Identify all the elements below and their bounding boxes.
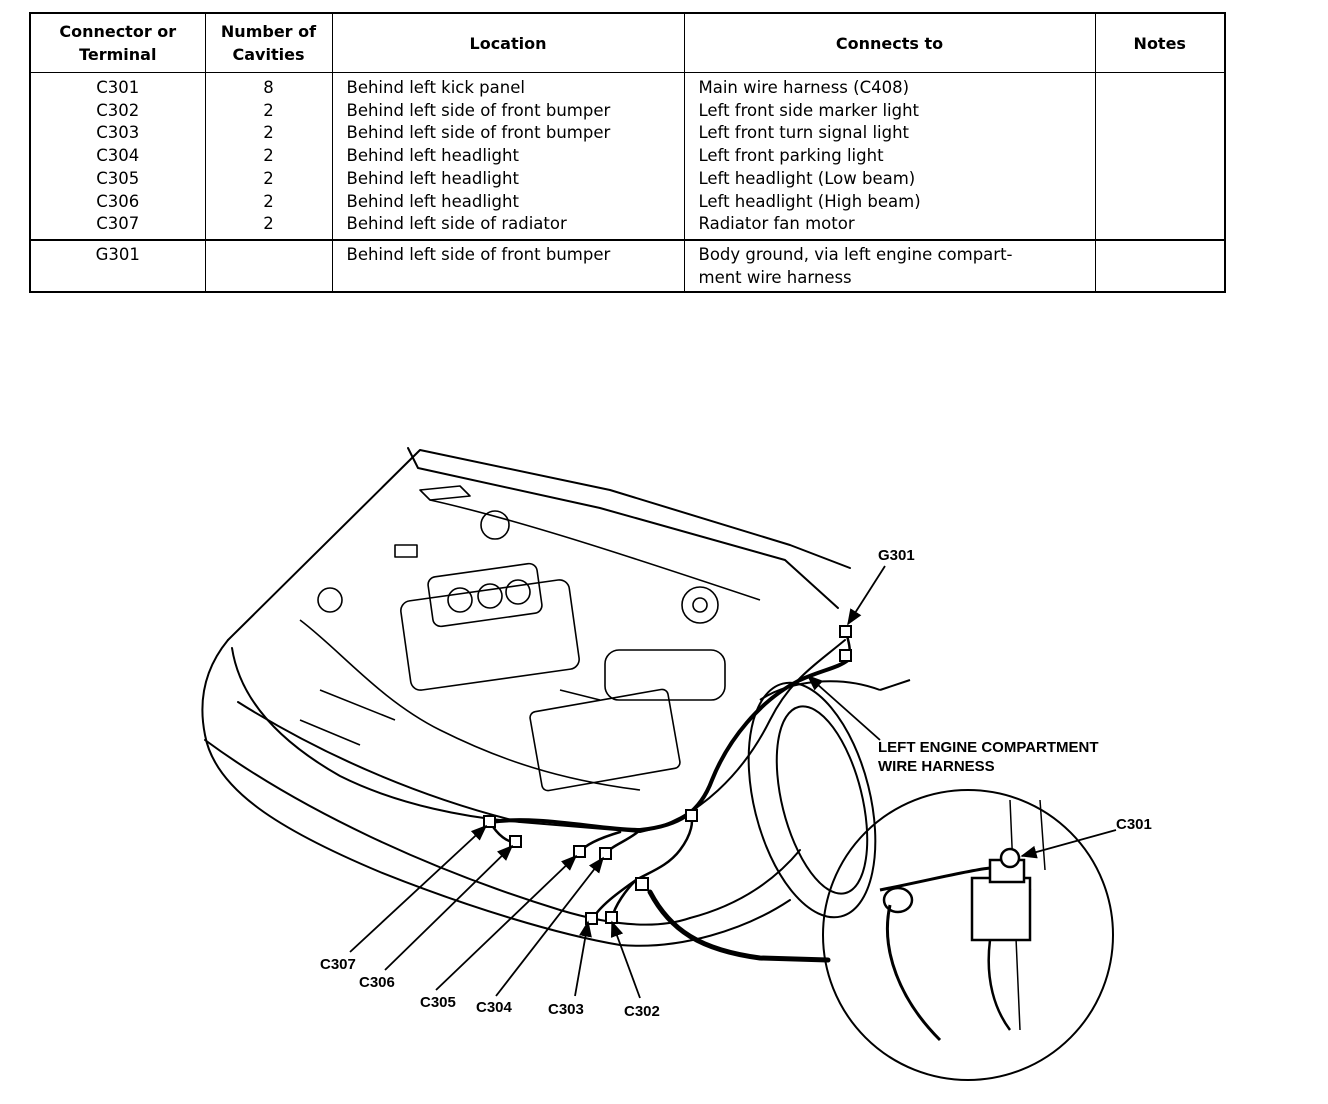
leader-lines bbox=[349, 565, 1117, 999]
connector-rows: C301 C302 C303 C304 C305 C306 C307 8 2 2… bbox=[29, 72, 1226, 240]
connector-marker bbox=[483, 815, 496, 828]
connector-table: Connector or Terminal Number of Cavities… bbox=[29, 12, 1226, 294]
label-c306: C306 bbox=[359, 974, 395, 991]
cell-location: Behind left side of front bumper bbox=[331, 238, 685, 293]
cell-connector: C301 C302 C303 C304 C305 C306 C307 bbox=[29, 72, 206, 240]
label-harness-line2: WIRE HARNESS bbox=[878, 758, 995, 775]
leader-harness bbox=[806, 674, 881, 741]
header-connector: Connector or Terminal bbox=[29, 12, 206, 73]
label-harness-line1: LEFT ENGINE COMPARTMENT bbox=[878, 739, 1099, 756]
connector-marker bbox=[573, 845, 586, 858]
cell-location: Behind left kick panel Behind left side … bbox=[331, 72, 685, 240]
connector-marker bbox=[839, 649, 852, 662]
cell-cavities: 8 2 2 2 2 2 2 bbox=[204, 72, 333, 240]
label-c302: C302 bbox=[624, 1003, 660, 1020]
table-row: G301 Behind left side of front bumper Bo… bbox=[29, 238, 1226, 293]
connector-marker bbox=[605, 911, 618, 924]
label-c304: C304 bbox=[476, 999, 513, 1016]
label-c303: C303 bbox=[548, 1001, 584, 1018]
leader-c301 bbox=[1020, 829, 1117, 859]
leader-c307 bbox=[349, 824, 488, 953]
wire-harness bbox=[488, 630, 851, 963]
cell-notes bbox=[1094, 72, 1226, 240]
engine-bay bbox=[299, 485, 761, 792]
leader-c302 bbox=[610, 920, 641, 999]
connector-marker bbox=[509, 835, 522, 848]
cell-connects-to: Body ground, via left engine compart- me… bbox=[683, 238, 1096, 293]
leader-c304 bbox=[495, 856, 604, 997]
connector-marker bbox=[599, 847, 612, 860]
header-notes: Notes bbox=[1094, 12, 1226, 73]
label-c305: C305 bbox=[420, 994, 456, 1011]
cell-connects-to: Main wire harness (C408) Left front side… bbox=[683, 72, 1096, 240]
label-g301: G301 bbox=[878, 547, 915, 564]
table-header-row: Connector or Terminal Number of Cavities… bbox=[29, 12, 1226, 73]
car-body-outline bbox=[201, 447, 851, 947]
front-wheel bbox=[747, 679, 911, 919]
cell-cavities bbox=[204, 238, 333, 293]
diagram-labels: G301 LEFT ENGINE COMPARTMENT WIRE HARNES… bbox=[320, 547, 1152, 1020]
label-c301: C301 bbox=[1116, 816, 1152, 833]
leader-g301 bbox=[847, 565, 886, 626]
leader-c303 bbox=[574, 920, 592, 997]
connector-marker bbox=[635, 877, 649, 891]
connector-markers bbox=[483, 625, 852, 925]
table-row: C301 C302 C303 C304 C305 C306 C307 8 2 2… bbox=[29, 72, 1226, 240]
leader-c306 bbox=[384, 844, 514, 971]
c301-detail-inset bbox=[822, 789, 1114, 1081]
label-c307: C307 bbox=[320, 956, 356, 973]
connector-marker bbox=[685, 809, 698, 822]
leader-c305 bbox=[435, 854, 578, 991]
ground-rows: G301 Behind left side of front bumper Bo… bbox=[29, 238, 1226, 293]
header-location: Location bbox=[331, 12, 685, 73]
connector-marker bbox=[839, 625, 852, 638]
cell-notes bbox=[1094, 238, 1226, 293]
header-connects-to: Connects to bbox=[683, 12, 1096, 73]
